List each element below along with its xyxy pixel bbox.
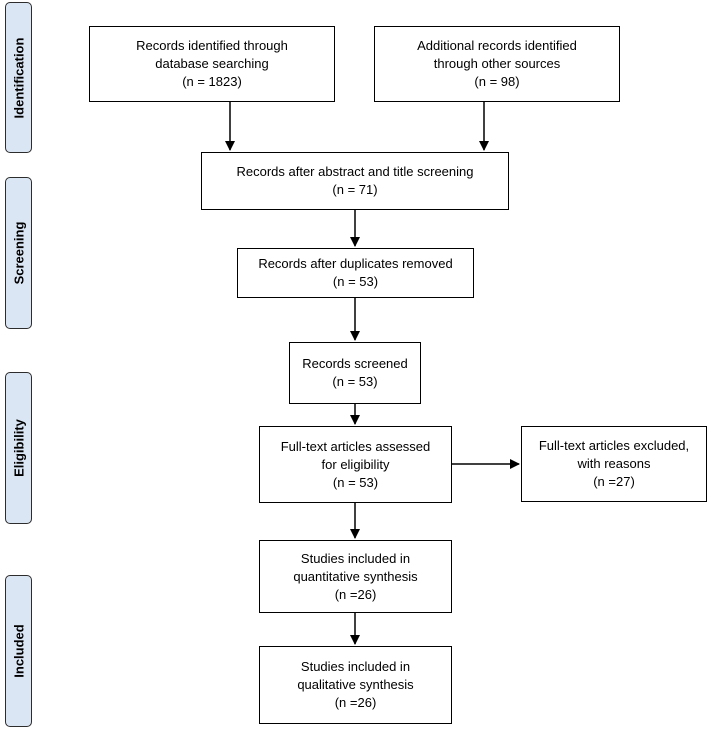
fulltext-count: (n = 53): [332, 474, 379, 490]
fulltext-line-1: Full-text articles assessed: [280, 438, 431, 454]
db-search-line-2: database searching: [155, 56, 269, 71]
quantitative-line-1: Studies included in: [300, 550, 411, 566]
other-sources-line-1: Additional records identified: [417, 38, 577, 53]
box-duplicates-removed: Records after duplicates removed (n = 53…: [237, 248, 474, 298]
box-fulltext-excluded: Full-text articles excluded, with reason…: [521, 426, 707, 502]
box-database-searching: Records identified through database sear…: [89, 26, 335, 102]
other-sources-count: (n = 98): [474, 74, 520, 89]
screened-line-1: Records screened: [302, 356, 408, 371]
box-abstract-title-screening: Records after abstract and title screeni…: [201, 152, 509, 210]
qualitative-line-1: Studies included in: [300, 659, 411, 674]
quantitative-line-2: quantitative synthesis: [293, 568, 418, 584]
duplicates-count: (n = 53): [332, 274, 379, 289]
excluded-count: (n =27): [593, 474, 635, 489]
box-quantitative-synthesis: Studies included in quantitative synthes…: [259, 540, 452, 613]
stage-included: Included: [5, 575, 32, 727]
db-search-count: (n = 1823): [182, 74, 242, 89]
box-other-sources: Additional records identified through ot…: [374, 26, 620, 102]
abstract-screen-line-1: Records after abstract and title screeni…: [236, 164, 474, 179]
box-fulltext-assessed: Full-text articles assessed for eligibil…: [259, 426, 452, 503]
qualitative-line-2: qualitative synthesis: [297, 677, 414, 692]
screened-count: (n = 53): [332, 374, 378, 389]
box-records-screened: Records screened (n = 53): [289, 342, 421, 404]
box-qualitative-synthesis: Studies included in qualitative synthesi…: [259, 646, 452, 724]
other-sources-line-2: through other sources: [433, 56, 561, 71]
excluded-line-1: Full-text articles excluded,: [538, 438, 690, 453]
fulltext-line-2: for eligibility: [321, 456, 390, 472]
quantitative-count: (n =26): [334, 586, 377, 602]
excluded-line-2: with reasons: [577, 456, 651, 471]
db-search-line-1: Records identified through: [136, 38, 288, 53]
stage-identification: Identification: [5, 2, 32, 153]
qualitative-count: (n =26): [334, 695, 377, 710]
abstract-screen-count: (n = 71): [332, 182, 378, 197]
stage-eligibility: Eligibility: [5, 372, 32, 524]
duplicates-line-1: Records after duplicates removed: [258, 256, 453, 271]
stage-screening: Screening: [5, 177, 32, 329]
